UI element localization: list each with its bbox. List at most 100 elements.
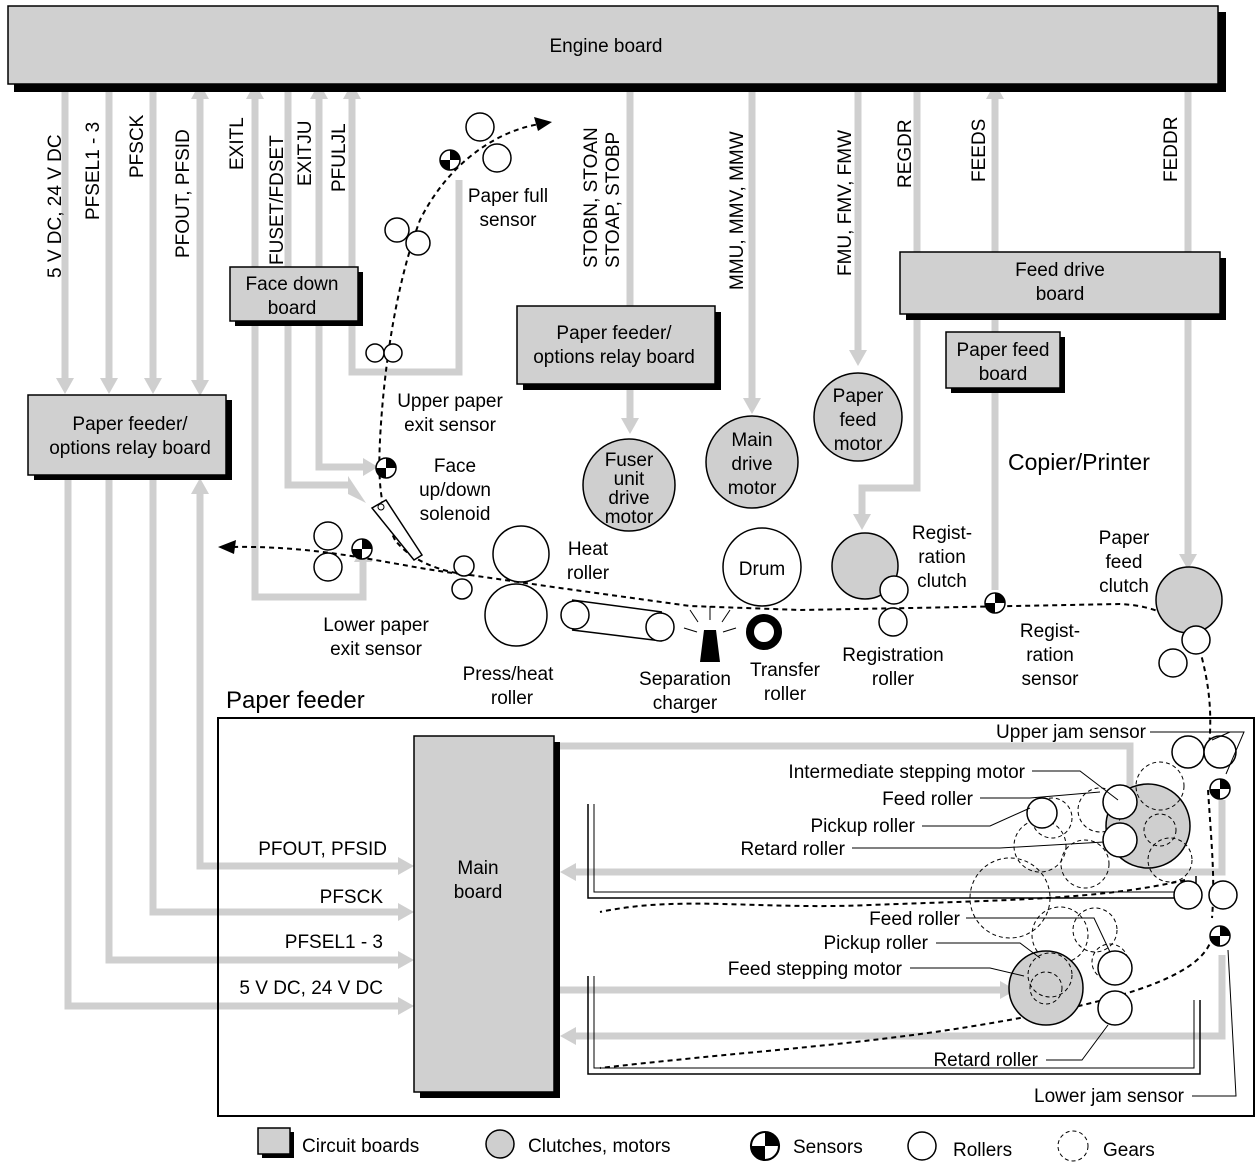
paper-full-area: Paper full sensor Upper paper exit senso…	[365, 112, 548, 561]
board-label: Paper feeder/	[556, 323, 672, 344]
signal-label: STOAP, STOBP	[603, 132, 624, 268]
circuit-board-swatch	[257, 1127, 291, 1155]
component-label: clutch	[1099, 576, 1149, 597]
signal-label: PFOUT, PFSID	[173, 129, 194, 258]
component-label: Paper	[1099, 528, 1150, 549]
board-label: Paper feed	[957, 340, 1050, 361]
board-label: Feed drive	[1015, 260, 1105, 281]
main-drive-motor: Main drive motor	[705, 415, 799, 509]
component-label: Pickup roller	[823, 933, 928, 954]
signal-labels: 5 V DC, 24 V DC PFSEL1 - 3 PFSCK PFOUT, …	[45, 114, 1182, 290]
component-label: Feed stepping motor	[728, 959, 903, 980]
board-label: Face down	[246, 274, 339, 295]
component-label: Feed roller	[882, 789, 973, 810]
component-label: Upper paper	[397, 391, 503, 412]
legend-label: Rollers	[953, 1140, 1012, 1161]
component-label: Paper full	[468, 186, 548, 207]
legend-label: Sensors	[793, 1137, 863, 1158]
component-label: Pickup roller	[810, 816, 915, 837]
motor-label: Main	[731, 430, 772, 451]
face-down-board: Face down board	[229, 266, 363, 326]
lower-jam-sensor-icon	[1209, 925, 1231, 947]
signal-label: PFSEL1 - 3	[83, 122, 104, 220]
motor-label: motor	[728, 478, 777, 499]
drum-area: Drum Transfer roller	[722, 527, 821, 705]
relay-board-left: Paper feeder/ options relay board	[27, 394, 232, 480]
component-label: roller	[491, 688, 534, 709]
signal-label: FUSET/FDSET	[267, 135, 288, 265]
lower-exit-sensor-icon	[351, 538, 373, 560]
paper-feed-board: Paper feed board	[945, 331, 1065, 393]
feed-drive-board: Feed drive board	[899, 251, 1226, 320]
component-label: Press/heat	[463, 664, 555, 685]
upper-feed-unit	[1013, 735, 1238, 910]
motor-label: motor	[834, 434, 883, 455]
component-label: Separation	[639, 669, 731, 690]
roller-swatch	[907, 1131, 937, 1161]
engine-board: Engine board	[7, 5, 1226, 92]
feeder-main-board: Main board	[413, 735, 560, 1098]
board-label: Main	[457, 858, 498, 879]
motor-label: Fuser	[605, 450, 654, 471]
signal-label: FEDDR	[1161, 117, 1182, 182]
component-label: Regist-	[1020, 621, 1080, 642]
signal-label: EXITJU	[295, 121, 316, 186]
legend: Circuit boards Clutches, motors Sensors …	[257, 1127, 1155, 1162]
lower-tray	[587, 976, 1201, 1075]
component-label: Retard roller	[933, 1050, 1038, 1071]
fuser-area: Heat roller Press/heat roller	[451, 525, 675, 709]
signal-label: STOBN, STOAN	[581, 127, 602, 268]
component-label: charger	[653, 693, 718, 714]
legend-label: Circuit boards	[302, 1136, 419, 1157]
signal-label: PFULJL	[329, 123, 350, 192]
fuser-drive-motor: Fuser unit drive motor	[582, 438, 676, 532]
signal-wires	[56, 83, 1226, 1045]
component-label: ration	[918, 547, 966, 568]
component-label: feed	[1106, 552, 1143, 573]
signal-label: PFSCK	[320, 887, 384, 908]
component-label: exit sensor	[330, 639, 423, 660]
component-label: Feed roller	[869, 909, 960, 930]
board-label: board	[1036, 284, 1085, 305]
component-label: Lower paper	[323, 615, 429, 636]
signal-label: 5 V DC, 24 V DC	[239, 978, 383, 999]
component-label: solenoid	[420, 504, 491, 525]
lower-feed-unit	[969, 857, 1231, 1026]
paper-feeder-title: Paper feeder	[226, 687, 365, 714]
upper-exit-sensor-icon	[375, 457, 397, 479]
component-label: ration	[1026, 645, 1074, 666]
feeder-signal-labels: PFOUT, PFSID PFSCK PFSEL1 - 3 5 V DC, 24…	[239, 839, 387, 999]
gear-swatch	[1057, 1130, 1089, 1162]
signal-label: EXITL	[227, 117, 248, 170]
component-label: sensor	[479, 210, 537, 231]
board-label: Paper feeder/	[72, 414, 188, 435]
component-label: roller	[567, 563, 610, 584]
component-label: Upper jam sensor	[996, 722, 1147, 743]
paper-feed-motor: Paper feed motor	[813, 372, 903, 462]
registration-sensor-icon	[984, 592, 1006, 614]
paper-full-sensor-icon	[439, 149, 461, 171]
signal-label: 5 V DC, 24 V DC	[45, 134, 66, 278]
component-label: exit sensor	[404, 415, 497, 436]
feeder-labels: Upper jam sensor Intermediate stepping m…	[728, 722, 1245, 1107]
component-label: Heat	[568, 539, 609, 560]
component-label: Face	[434, 456, 476, 477]
signal-label: REGDR	[895, 119, 916, 188]
component-label: up/down	[419, 480, 491, 501]
component-label: Lower jam sensor	[1034, 1086, 1185, 1107]
signal-label: FMU, FMV, FMW	[835, 130, 856, 276]
motor-label: unit	[614, 469, 645, 490]
copier-printer-label: Copier/Printer	[1008, 449, 1150, 475]
registration-area: Regist- ration clutch Registration rolle…	[831, 523, 1080, 690]
component-label: Registration	[842, 645, 943, 666]
board-label: options relay board	[49, 438, 211, 459]
solenoid-flap	[370, 498, 424, 561]
motor-label: motor	[605, 507, 654, 528]
paper-feed-clutch-area: Paper feed clutch	[1099, 528, 1223, 678]
component-label: roller	[764, 684, 807, 705]
signal-label: PFOUT, PFSID	[258, 839, 387, 860]
motor-label: drive	[731, 454, 772, 475]
signal-label: MMU, MMV, MMW	[727, 131, 748, 290]
separation-charger: Separation charger	[639, 606, 737, 714]
